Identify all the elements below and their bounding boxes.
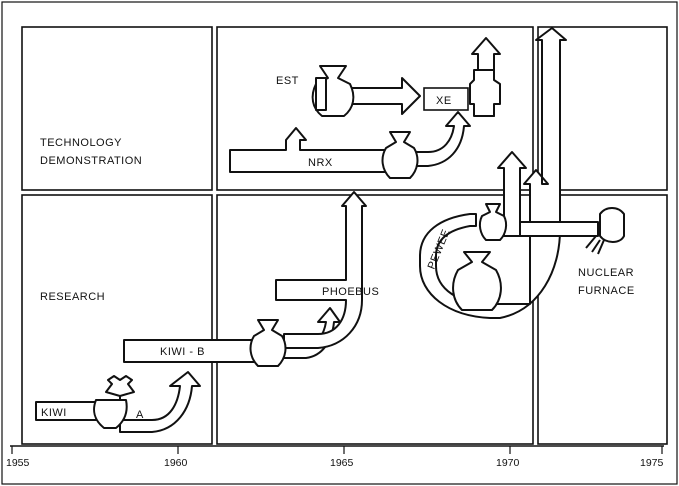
label-kiwi-a: A [136,409,144,421]
label-phoebus: PHOEBUS [322,286,379,298]
axis-label-1955: 1955 [6,457,30,469]
est-arrow [351,77,421,115]
est-reactor-frame-icon [315,77,327,111]
label-kiwi: KIWI [41,407,67,419]
label-kiwi-b: KIWI - B [160,346,205,358]
nrx-curved-arrow [413,111,471,167]
pewee-reactor-icon [478,203,508,241]
xe-reactor-icon [469,69,501,117]
axis-label-1975: 1975 [640,457,664,469]
time-axis: 1955 1960 1965 1970 1975 [6,445,664,469]
phoebus-reactor-icon [452,251,502,311]
label-nrx: NRX [308,157,333,169]
region-label-tech-line1: TECHNOLOGY [40,137,122,149]
kiwi-a-curved-arrow [119,371,201,433]
nrx-reactor-icon [381,131,419,179]
label-est: EST [276,75,299,87]
label-nuclear-furnace-line2: FURNACE [578,285,635,297]
upward-arrow-1970 [497,151,527,237]
kiwi-reactor-icon [93,375,135,429]
region-label-tech-line2: DEMONSTRATION [40,155,142,167]
region-label-research: RESEARCH [40,291,105,303]
kiwi-b-reactor-icon [249,319,287,367]
axis-label-1965: 1965 [330,457,354,469]
xe-label-box [423,87,469,111]
label-nuclear-furnace-line1: NUCLEAR [578,267,634,279]
axis-label-1970: 1970 [496,457,520,469]
nrx-arrow [229,127,387,173]
nuclear-furnace-icon [585,207,625,255]
label-xe: XE [436,95,452,107]
cell-tech-early [21,26,213,191]
axis-label-1960: 1960 [164,457,188,469]
phoebus-arrow [275,191,367,349]
pewee-bend-arrow [419,27,567,319]
